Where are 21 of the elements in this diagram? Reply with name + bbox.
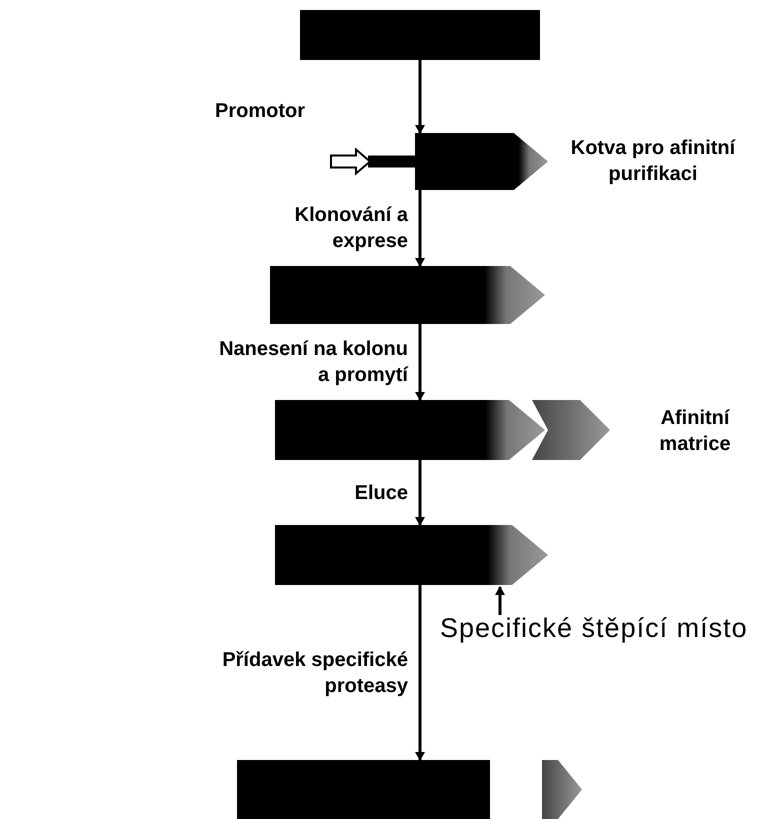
edge-label: Eluce <box>354 480 408 506</box>
affinity-tag <box>542 760 582 819</box>
edge-label: Přídavek specifické proteasy <box>221 648 408 698</box>
edge-label: Nanesení na kolonu a promytí <box>218 337 408 388</box>
cleavage-site-label: Specifické štěpící místo <box>440 615 760 653</box>
matrix-label: Afinitní matrice <box>658 406 732 457</box>
anchor-label: Kotva pro afinitní purifikaci <box>570 136 737 187</box>
edge-label: Klonování a exprese <box>294 203 408 254</box>
arrow <box>415 190 425 267</box>
arrow <box>415 324 425 401</box>
promoter-label: Promotor <box>215 99 306 124</box>
leader-arrow <box>495 586 505 615</box>
arrow <box>415 60 425 134</box>
fusion-protein <box>270 266 545 324</box>
arrow <box>415 460 425 526</box>
arrow <box>415 585 425 761</box>
affinity-matrix <box>532 400 610 460</box>
target-protein <box>237 760 490 819</box>
eluted-fusion-protein <box>275 525 548 585</box>
gene-construct <box>330 133 548 190</box>
dna-block <box>300 10 540 60</box>
